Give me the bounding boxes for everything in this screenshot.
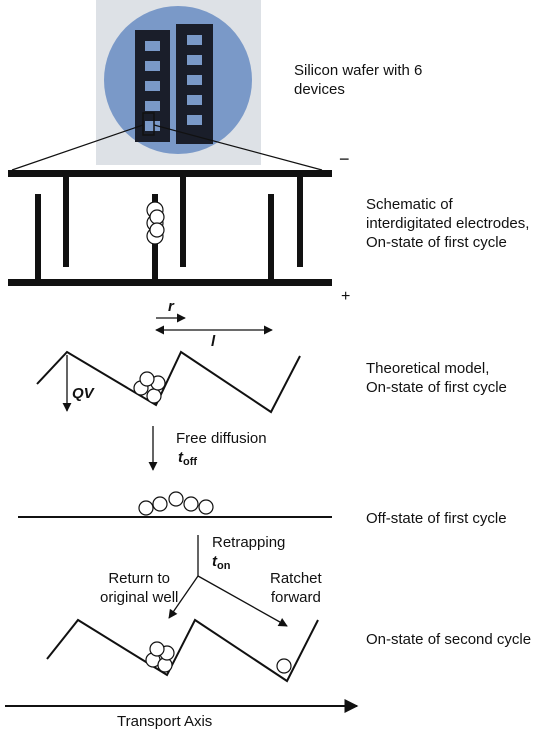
theory-sawtooth <box>36 350 301 414</box>
electrode-schematic <box>8 170 332 286</box>
qv-label: QV <box>72 385 94 402</box>
t-off-letter: t <box>178 449 183 466</box>
ratchet-label: Ratchet forward <box>270 570 322 606</box>
wafer-label: Silicon wafer with 6 devices <box>294 62 423 98</box>
second-cycle-label: On-state of second cycle <box>366 631 532 648</box>
transport-axis-label: Transport Axis <box>117 713 213 730</box>
t-off-label: toff <box>178 449 197 471</box>
theory-label: Theoretical model, On-state of first cyc… <box>366 360 507 396</box>
minus-sign: − <box>339 149 350 169</box>
dimension-arrows <box>155 313 273 335</box>
plus-sign: + <box>341 288 351 305</box>
schematic-label: Schematic of interdigitated electrodes, … <box>366 196 530 251</box>
particle-stack <box>146 201 165 245</box>
free-diffusion-label: Free diffusion <box>176 430 267 447</box>
t-on-label: ton <box>212 553 230 575</box>
zoom-lines <box>11 124 323 171</box>
wafer-photo <box>96 0 261 165</box>
retrapping-arrows <box>168 535 288 627</box>
t-on-subscript: on <box>217 560 231 572</box>
t-on-letter: t <box>212 553 217 570</box>
offstate-line <box>18 491 332 518</box>
offstate-label: Off-state of first cycle <box>366 510 507 527</box>
r-label: r <box>168 298 174 315</box>
retrapping-label: Retrapping <box>212 534 286 551</box>
t-off-subscript: off <box>183 456 198 468</box>
second-sawtooth <box>46 618 319 683</box>
l-label: l <box>211 333 216 350</box>
return-label: Return to original well <box>100 570 179 606</box>
